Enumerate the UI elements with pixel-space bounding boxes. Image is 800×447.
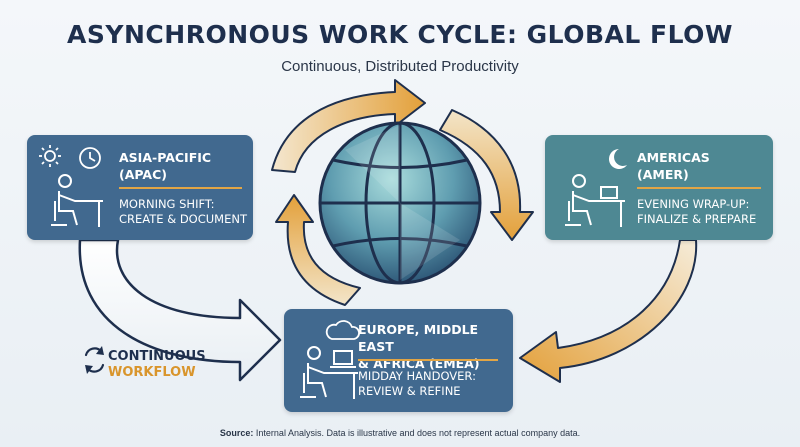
- person-with-laptop-icon: [300, 346, 358, 399]
- moon-icon: [609, 149, 627, 169]
- continuous-workflow-label: CONTINUOUS WORKFLOW: [108, 349, 206, 380]
- divider: [119, 187, 242, 189]
- shift-description: EVENING WRAP-UP: FINALIZE & PREPARE: [637, 197, 757, 226]
- region-name: ASIA-PACIFIC (APAC): [119, 150, 212, 182]
- amer-icons: [565, 149, 627, 227]
- cycle-arrow-top: [271, 79, 426, 173]
- region-name: EUROPE, MIDDLE EAST & AFRICA (EMEA): [358, 322, 480, 371]
- region-card-emea: EUROPE, MIDDLE EAST & AFRICA (EMEA) MIDD…: [284, 309, 513, 412]
- divider: [637, 187, 761, 189]
- region-name: AMERICAS (AMER): [637, 150, 710, 182]
- divider: [358, 359, 498, 361]
- cloud-icon: [325, 320, 360, 340]
- person-at-desk-icon: [51, 174, 103, 227]
- arrow-amer-to-emea: [519, 239, 698, 383]
- sun-icon: [39, 145, 61, 167]
- emea-icons: [300, 320, 360, 399]
- page-subtitle: Continuous, Distributed Productivity: [281, 58, 519, 75]
- clock-icon: [79, 147, 101, 169]
- globe-icon: [318, 121, 482, 285]
- shift-description: MORNING SHIFT: CREATE & DOCUMENT: [119, 197, 247, 226]
- shift-description: MIDDAY HANDOVER: REVIEW & REFINE: [358, 369, 476, 398]
- person-with-laptop-icon: [565, 174, 625, 227]
- arrow-apac-to-emea: [78, 238, 282, 382]
- region-card-apac: ASIA-PACIFIC (APAC) MORNING SHIFT: CREAT…: [27, 135, 253, 240]
- refresh-cycle-icon: [84, 346, 105, 374]
- apac-icons: [39, 145, 103, 227]
- source-note: Source: Internal Analysis. Data is illus…: [0, 428, 800, 438]
- source-text: Internal Analysis. Data is illustrative …: [255, 428, 581, 438]
- source-label: Source:: [219, 428, 254, 438]
- region-card-amer: AMERICAS (AMER) EVENING WRAP-UP: FINALIZ…: [545, 135, 773, 240]
- cycle-arrow-right: [439, 109, 534, 241]
- cycle-arrow-left: [275, 194, 361, 306]
- page-title: ASYNCHRONOUS WORK CYCLE: GLOBAL FLOW: [67, 20, 733, 49]
